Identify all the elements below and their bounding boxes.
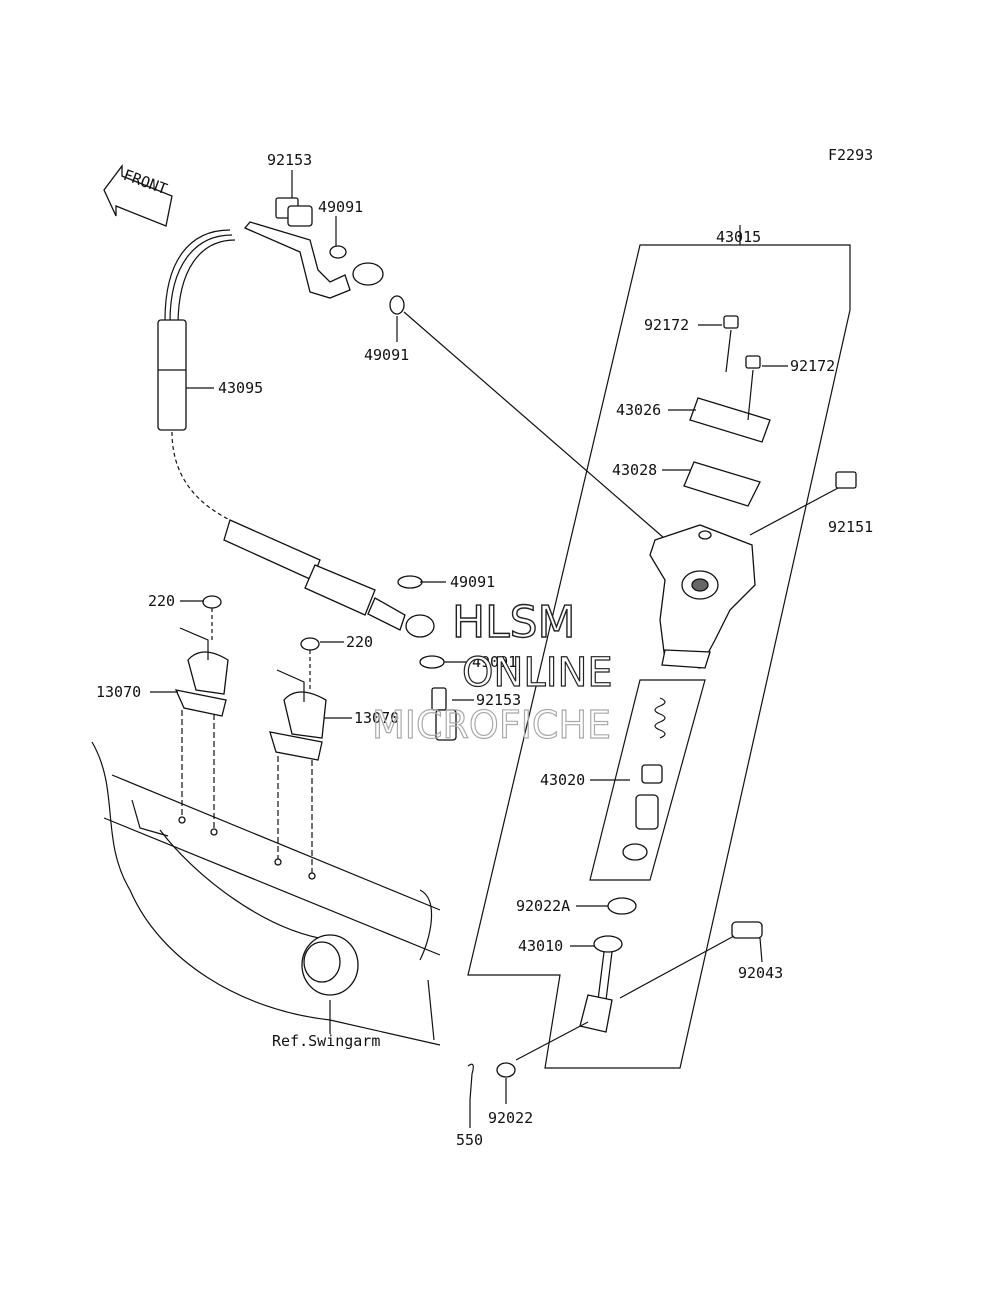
callout-43020: 43020 xyxy=(540,771,585,789)
screw-220-b xyxy=(300,637,320,690)
banjo-bolt-92153-bottom xyxy=(431,687,457,741)
washer-49091-b xyxy=(389,295,405,315)
bolt-92151 xyxy=(749,471,857,536)
callout-49091-a: 49091 xyxy=(318,198,363,216)
clamp-13070-a xyxy=(174,627,229,717)
callout-49091-d: 49091 xyxy=(472,653,517,671)
mounting-guide-lines xyxy=(181,710,313,876)
callout-92022: 92022 xyxy=(488,1109,533,1127)
banjo-bolt-92153-top xyxy=(275,170,313,227)
pin-92043 xyxy=(619,921,763,999)
callout-550: 550 xyxy=(456,1131,483,1149)
callout-43028: 43028 xyxy=(612,461,657,479)
push-rod-43010 xyxy=(579,935,623,1033)
washer-49091-c xyxy=(397,575,423,589)
cotter-pin-550 xyxy=(467,1063,474,1101)
watermark-line3: MICROFICHE xyxy=(372,703,611,747)
callout-220-a: 220 xyxy=(148,592,175,610)
diaphragm-43028 xyxy=(683,461,761,507)
leader-92022 xyxy=(515,1021,589,1061)
reservoir-cap-43026 xyxy=(689,397,771,443)
leader-washer-to-cylinder xyxy=(403,311,665,539)
assembly-outline-43015 xyxy=(467,225,851,1069)
clamp-13070-b xyxy=(269,669,327,761)
callout-92022A: 92022A xyxy=(516,897,570,915)
watermark: HLSM ONLINE MICROFICHE xyxy=(371,596,613,747)
screw-92172-b xyxy=(745,355,761,421)
callout-leaders xyxy=(150,216,788,1128)
reference-swingarm-label: Ref.Swingarm xyxy=(272,1032,380,1050)
callout-43015: 43015 xyxy=(716,228,761,246)
callout-92151: 92151 xyxy=(828,518,873,536)
brake-hose-43095 xyxy=(157,221,435,638)
callout-220-b: 220 xyxy=(346,633,373,651)
callout-92043: 92043 xyxy=(738,964,783,982)
washer-49091-a xyxy=(329,245,347,259)
callout-92172-b: 92172 xyxy=(790,357,835,375)
piston-kit-43020-parts xyxy=(622,697,666,861)
watermark-line1: HLSM xyxy=(452,597,576,648)
figure-code: F2293 xyxy=(828,146,873,164)
callout-92172-a: 92172 xyxy=(644,316,689,334)
callout-92153-top: 92153 xyxy=(267,151,312,169)
callout-13070-b: 13070 xyxy=(354,709,399,727)
callout-43010: 43010 xyxy=(518,937,563,955)
washer-92022 xyxy=(496,1062,516,1078)
washer-49091-d xyxy=(419,655,445,669)
callout-49091-b: 49091 xyxy=(364,346,409,364)
callout-92153-bottom: 92153 xyxy=(476,691,521,709)
swingarm-reference xyxy=(91,741,441,1046)
screw-92172-a xyxy=(723,315,739,373)
callout-49091-c: 49091 xyxy=(450,573,495,591)
callout-43095: 43095 xyxy=(218,379,263,397)
front-arrow-icon: FRONT xyxy=(103,164,173,227)
screw-220-a xyxy=(202,595,222,640)
callout-13070-a: 13070 xyxy=(96,683,141,701)
circlip-92022A xyxy=(607,897,637,915)
watermark-line2: ONLINE xyxy=(462,650,613,696)
master-cylinder-body xyxy=(649,524,756,669)
callout-43026: 43026 xyxy=(616,401,661,419)
piston-kit-box xyxy=(589,679,706,881)
